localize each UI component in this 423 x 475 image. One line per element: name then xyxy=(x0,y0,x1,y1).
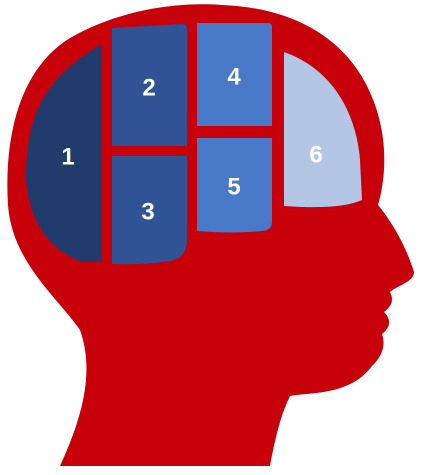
brain-segment-3 xyxy=(112,156,187,265)
brain-segment-4 xyxy=(197,23,272,126)
brain-segment-5 xyxy=(197,138,272,233)
brain-segment-6 xyxy=(284,52,362,208)
segment-2-label: 2 xyxy=(142,74,155,101)
segment-5-label: 5 xyxy=(227,173,240,200)
brain-segment-1 xyxy=(26,44,102,262)
segment-1-label: 1 xyxy=(61,143,74,170)
segment-4-label: 4 xyxy=(227,63,241,90)
brain-segment-2 xyxy=(112,24,187,146)
segment-6-label: 6 xyxy=(309,141,322,168)
segment-3-label: 3 xyxy=(141,198,154,225)
